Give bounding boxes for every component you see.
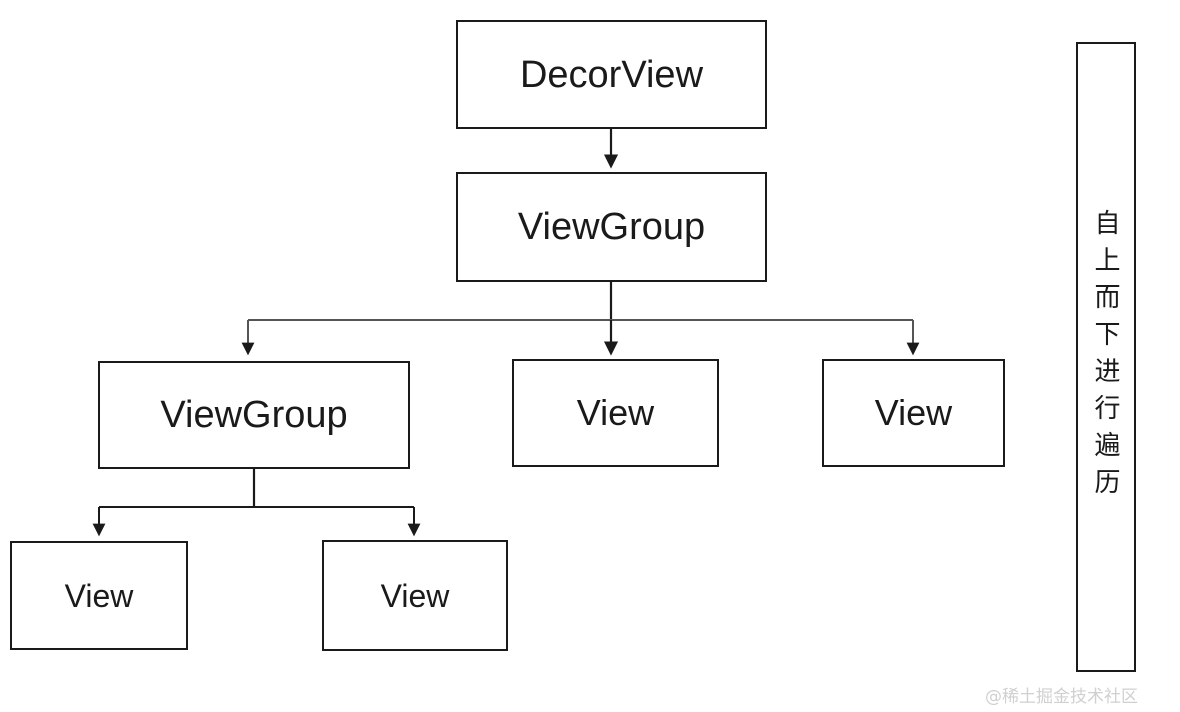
node-viewgroup-level2[interactable]: ViewGroup: [456, 172, 767, 282]
node-decorview-label: DecorView: [519, 53, 704, 96]
side-note-panel[interactable]: 自上而下进行遍历: [1076, 42, 1136, 672]
node-viewgroup-level3[interactable]: ViewGroup: [98, 361, 410, 469]
node-view-level3-middle[interactable]: View: [512, 359, 719, 467]
node-view-level4-right-label: View: [380, 577, 450, 614]
node-view-level4-left[interactable]: View: [10, 541, 188, 650]
side-note-text: 自上而下进行遍历: [1091, 209, 1121, 505]
node-view-level4-left-label: View: [64, 577, 134, 614]
node-view-level3-right[interactable]: View: [822, 359, 1005, 467]
watermark-label: @稀土掘金技术社区: [985, 687, 1138, 707]
node-view-level4-right[interactable]: View: [322, 540, 508, 651]
node-decorview[interactable]: DecorView: [456, 20, 767, 129]
node-viewgroup-level3-label: ViewGroup: [160, 394, 348, 436]
node-view-level3-right-label: View: [874, 392, 953, 433]
node-view-level3-middle-label: View: [576, 392, 655, 433]
node-viewgroup-level2-label: ViewGroup: [517, 206, 706, 248]
